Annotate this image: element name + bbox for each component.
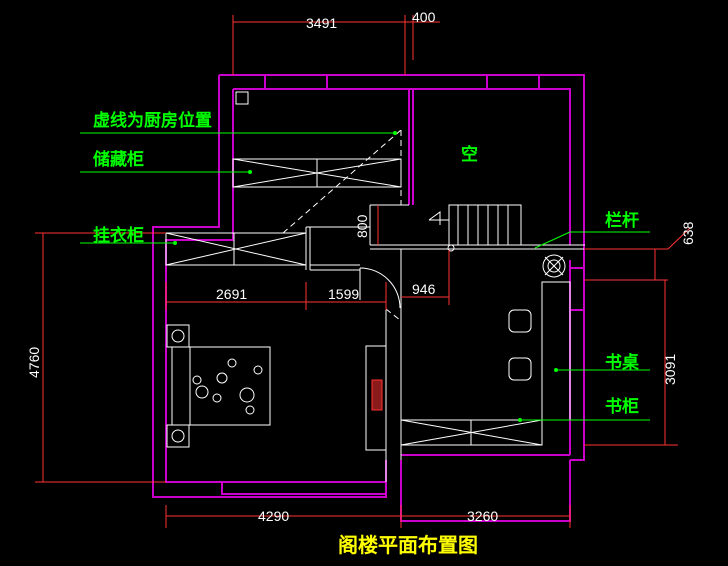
label-desk: 书桌	[605, 353, 640, 373]
dim-inner-height: 800	[354, 214, 370, 238]
label-wardrobe: 挂衣柜	[93, 225, 144, 246]
dim-left-height: 4760	[26, 347, 42, 378]
leader-lines	[80, 132, 650, 421]
drawing-title: 阁楼平面布置图	[338, 533, 478, 557]
label-bookcase: 书柜	[605, 396, 639, 417]
dim-seg-right: 946	[412, 281, 436, 297]
dim-seg-mid: 1599	[328, 286, 359, 302]
label-storage: 储藏柜	[93, 149, 144, 170]
dimension-lines	[35, 15, 691, 528]
dim-bottom-left: 4290	[258, 508, 289, 524]
dim-bottom-right: 3260	[467, 508, 498, 524]
label-railing: 栏杆	[605, 210, 639, 231]
dim-right-height: 3091	[662, 354, 678, 385]
dim-seg-left: 2691	[216, 286, 247, 302]
dim-right-small: 638	[680, 221, 696, 245]
dim-top-width: 3491	[306, 15, 337, 31]
interior-lines	[165, 91, 585, 482]
plant-icon	[542, 254, 566, 278]
kitchen-dashed-line	[282, 129, 402, 321]
leader-dots	[173, 131, 558, 422]
label-kitchen-dashed: 虚线为厨房位置	[93, 110, 212, 131]
tv-unit	[371, 379, 383, 411]
dim-top-small: 400	[412, 9, 436, 25]
label-void: 空	[461, 144, 478, 165]
